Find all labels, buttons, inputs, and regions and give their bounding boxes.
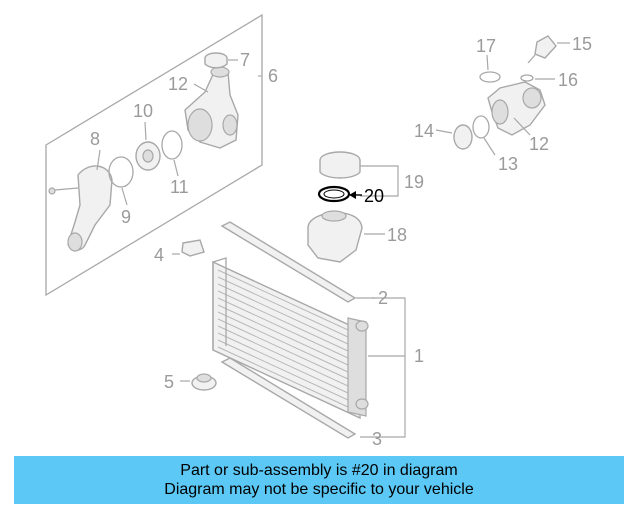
part-18-expansion-tank	[307, 210, 363, 263]
part-15-sensor	[527, 35, 557, 64]
radiator-fin	[217, 269, 349, 331]
callout-17: 17	[476, 36, 496, 56]
part-11-gasket	[161, 130, 183, 160]
part-16-clip	[520, 74, 534, 82]
part-8-water-pipe	[48, 165, 113, 252]
callout-4: 4	[154, 245, 164, 265]
callout-2: 2	[378, 288, 388, 308]
callout-9: 9	[121, 207, 131, 227]
info-banner: Part or sub-assembly is #20 in diagram D…	[14, 456, 624, 504]
bracket-1	[360, 297, 406, 438]
radiator-fin	[217, 332, 349, 394]
part-12-housing-right	[487, 81, 546, 136]
part-20-seal-inner	[323, 189, 345, 199]
radiator-fin	[217, 297, 349, 359]
callout-11: 11	[170, 177, 189, 197]
part-17-o-ring	[479, 71, 501, 83]
part-9-o-ring	[108, 156, 134, 188]
radiator-fin	[217, 346, 349, 408]
part-7-cap	[204, 52, 228, 69]
radiator-fin	[217, 290, 349, 352]
callout-10: 10	[133, 101, 153, 121]
part-10-thermostat	[135, 141, 161, 171]
callout-13: 13	[498, 154, 518, 174]
callout-12-right: 12	[529, 134, 549, 154]
callout-20-arrowhead	[349, 191, 356, 199]
callout-19: 19	[404, 172, 424, 192]
callout-1: 1	[414, 346, 424, 366]
part-14-flange	[453, 124, 473, 150]
thermostat-group-panel	[45, 13, 263, 297]
callout-14: 14	[414, 121, 434, 141]
part-20-seal	[317, 185, 351, 203]
radiator-fin	[217, 339, 349, 401]
radiator-fin	[217, 276, 349, 338]
parts-diagram: 1 2 3 4 5 6 7 8 9 10 11 12 12 13 14 15 1…	[45, 13, 592, 449]
radiator-fins	[217, 269, 349, 408]
part-1-radiator	[212, 257, 369, 420]
callout-5: 5	[164, 372, 174, 392]
part-5-mount	[191, 373, 217, 391]
callout-20: 20	[364, 186, 384, 206]
banner-line-1: Part or sub-assembly is #20 in diagram	[180, 462, 458, 479]
bracket-19	[360, 165, 399, 197]
callout-6: 6	[268, 66, 278, 86]
part-13-gasket	[472, 115, 490, 139]
callout-8: 8	[90, 129, 100, 149]
radiator-fin	[217, 325, 349, 387]
part-12-housing-left	[184, 66, 239, 149]
callout-3: 3	[372, 429, 382, 449]
radiator-fin	[217, 318, 349, 380]
callout-7: 7	[240, 50, 250, 70]
callout-18: 18	[387, 225, 407, 245]
part-19-reservoir-cap	[319, 151, 361, 179]
callout-12-left: 12	[168, 74, 188, 94]
part-3-lower-strip	[220, 357, 357, 439]
callout-15: 15	[572, 34, 592, 54]
part-2-upper-strip	[220, 221, 357, 303]
part-4-bracket	[181, 239, 205, 257]
radiator-fin	[217, 311, 349, 373]
leader-lines	[96, 42, 570, 382]
radiator-fin	[217, 304, 349, 366]
banner-line-2: Diagram may not be specific to your vehi…	[164, 481, 474, 498]
callout-16: 16	[558, 70, 578, 90]
radiator-fin	[217, 283, 349, 345]
